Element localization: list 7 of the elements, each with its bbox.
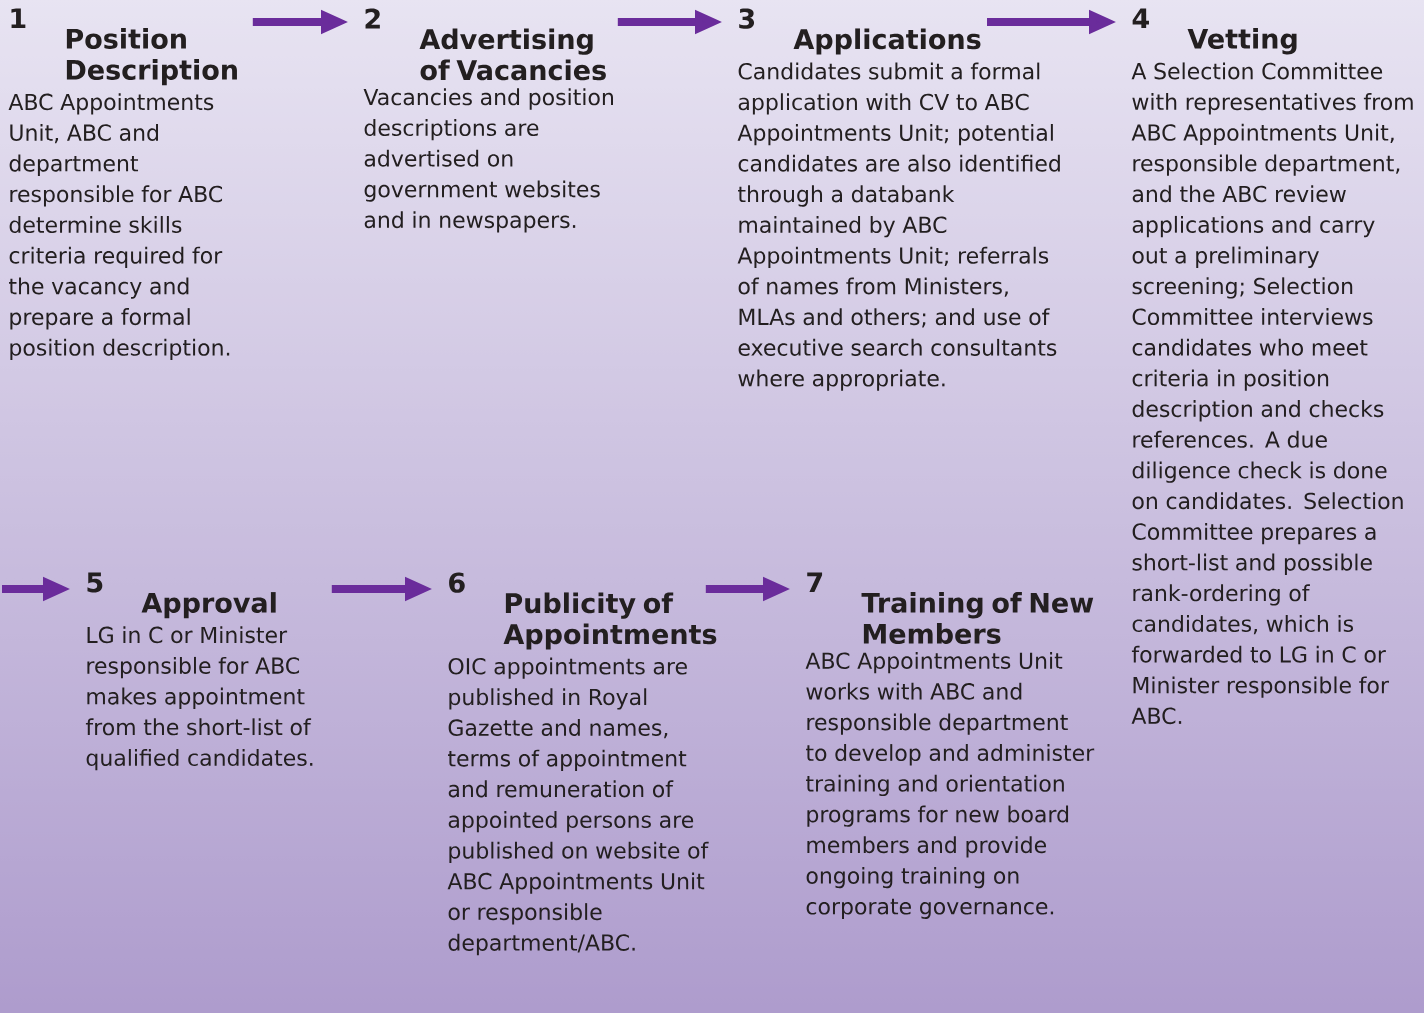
process-step: 7 Training of New Members ABC Appointments Unit works with ABC and responsible department to develop and administer training and orientation programs for new board members and provide ongoing training on corporate governance. (805, 572, 1095, 919)
process-step: 4 Vetting A Selection Committee with representatives from ABC Appointments Unit, responsible department, and the ABC review applications and carry out a preliminary screening; Selection Committee interviews candidates who meet criteria in position description and checks references. A due diligence check is done on candidates. Selection Committee prepares a short-list and possible rank-ordering of candidates, which is forwarded to LG in C or Minister responsible for ABC. (1131, 8, 1413, 725)
process-step: 2 Advertising of Vacancies Vacancies and position descriptions are advertised on government websites and in newspapers. (363, 8, 613, 233)
process-step: 6 Publicity of Appointments OIC appointments are published in Royal Gazette and names, terms of appointment and remuneration of appointed persons are published on website of ABC Appointments Unit or responsible department/ABC. (447, 572, 717, 956)
process-step: 1 Position Description ABC Appointments Unit, ABC and department responsible for ABC determine skills criteria required for the vacancy and prepare a formal position description. (8, 8, 237, 361)
process-step: 5 Approval LG in C or Minister responsible for ABC makes appointment from the short-list of qualified candidates. (85, 572, 313, 771)
process-step: 3 Applications Candidates submit a formal application with CV to ABC Appointments Unit; potential candidates are also identified through a databank maintained by ABC Appointments Unit; referrals of names from Ministers, MLAs and others; and use of executive search consultants where appropriate. (737, 8, 1060, 391)
